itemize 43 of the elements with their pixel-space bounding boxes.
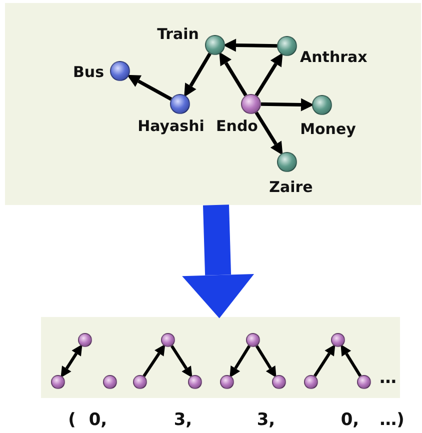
- node-label: Money: [300, 120, 356, 138]
- sequence-label: (: [68, 410, 76, 430]
- sphere-node: [133, 375, 147, 389]
- node-label: Bus: [72, 63, 104, 81]
- arrow: [254, 112, 283, 156]
- sphere-node: [51, 375, 65, 389]
- sequence-label: 3,: [256, 410, 276, 430]
- sphere-node: [331, 333, 345, 347]
- sequence-label: 0,: [340, 410, 360, 430]
- arrow: [260, 98, 314, 112]
- arrow: [170, 345, 192, 378]
- node-label: Anthrax: [300, 48, 368, 66]
- sphere-node: [357, 375, 371, 389]
- panel-background: [5, 3, 421, 205]
- block-arrow: [182, 204, 254, 318]
- sphere-node: [272, 375, 286, 389]
- sphere-node: [188, 375, 202, 389]
- arrow: [314, 344, 336, 377]
- sequence-label: 3,: [174, 410, 192, 430]
- arrow: [255, 345, 276, 378]
- sequence-label: …): [380, 410, 404, 430]
- sphere-node: [161, 333, 175, 347]
- sphere-node: [220, 375, 234, 389]
- arrow: [142, 344, 166, 377]
- node-label: Train: [157, 25, 199, 43]
- arrow: [223, 38, 278, 52]
- node-label: Hayashi: [138, 117, 204, 135]
- arrow: [340, 344, 362, 377]
- sphere-node: [304, 375, 318, 389]
- sphere-node: [246, 333, 260, 347]
- sphere-node: [103, 375, 117, 389]
- arrow: [254, 52, 283, 96]
- arrow: [219, 52, 248, 96]
- arrow: [184, 52, 212, 98]
- node-label: Zaire: [269, 178, 313, 196]
- arrow: [230, 345, 251, 378]
- node-label: Endo: [216, 117, 258, 135]
- panel-background: [41, 317, 400, 398]
- arrow: [60, 344, 82, 378]
- arrow: [127, 74, 172, 101]
- sequence-label: 0,: [88, 410, 108, 430]
- sphere-node: [78, 333, 92, 347]
- ellipsis-label: …: [380, 368, 396, 388]
